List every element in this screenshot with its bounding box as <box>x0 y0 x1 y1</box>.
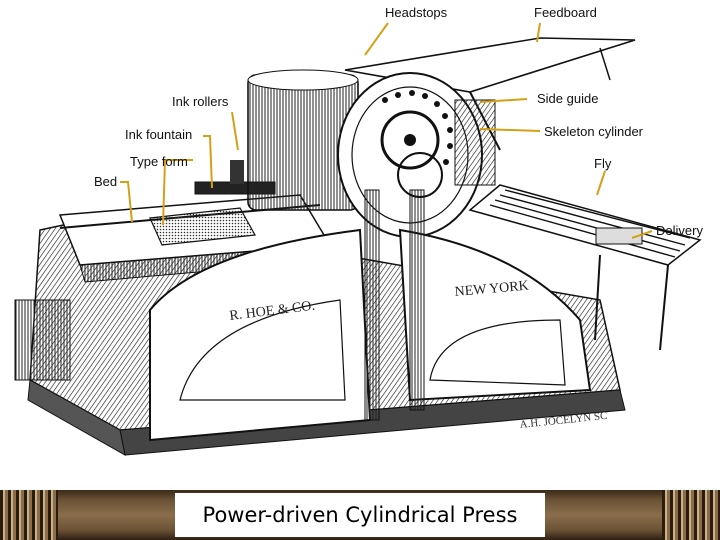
callout-leaders <box>120 22 653 239</box>
figure-caption: Power-driven Cylindrical Press <box>202 503 518 527</box>
leader-delivery <box>631 230 653 239</box>
book-edge-right <box>662 490 720 540</box>
delivery-table <box>468 184 702 351</box>
leader-fly <box>596 170 606 196</box>
label-ink-rollers: Ink rollers <box>172 94 229 109</box>
leader-ink-fountain <box>203 135 213 189</box>
book-edge-left <box>0 490 58 540</box>
leader-bed <box>120 181 133 223</box>
leader-ink-rollers <box>231 111 239 151</box>
label-ink-fountain: Ink fountain <box>125 127 193 142</box>
label-fly: Fly <box>594 156 612 171</box>
leader-headstops <box>364 22 389 56</box>
side-frame <box>149 152 592 442</box>
label-delivery: Delivery <box>656 223 703 238</box>
caption-panel: Power-driven Cylindrical Press <box>175 493 545 537</box>
leader-side-guide <box>479 98 528 103</box>
leader-feedboard <box>536 22 541 43</box>
label-bed: Bed <box>94 174 118 189</box>
leader-skeleton-cylinder <box>479 128 541 132</box>
label-feedboard: Feedboard <box>534 5 597 20</box>
leader-type-form <box>162 159 193 226</box>
city-plate-text: NEW YORK <box>454 279 529 300</box>
label-headstops: Headstops <box>385 5 448 20</box>
label-skeleton-cylinder: Skeleton cylinder <box>544 124 643 139</box>
label-side-guide: Side guide <box>537 91 599 106</box>
cylinder-press-engraving: R. HOE & CO. NEW YORK A.H. JOCELYN SC <box>14 22 702 456</box>
type-form <box>149 207 256 246</box>
label-type-form: Type form <box>130 154 188 169</box>
